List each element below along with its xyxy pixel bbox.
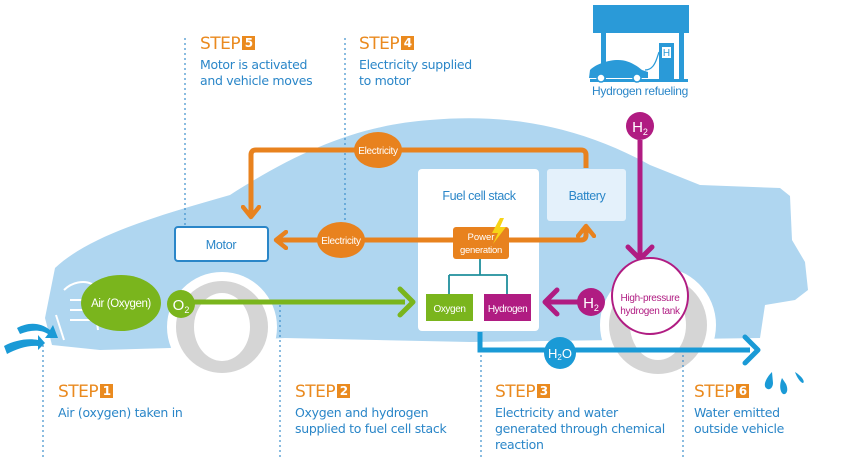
h2-refuel-label: H2 (632, 119, 648, 137)
h2-tank-label: H2 (583, 295, 599, 313)
hydrogen-tank (611, 257, 689, 335)
step-6-number: 6 (736, 384, 750, 398)
step-5-prefix: STEP (200, 34, 241, 54)
battery-label: Battery (569, 189, 607, 203)
step-4-prefix: STEP (359, 34, 400, 54)
refuel-pump-letter: H (663, 48, 670, 59)
step-6-description-line: Water emitted (694, 405, 780, 420)
electricity-mid-label: Electricity (321, 236, 361, 247)
step-4-description-line: to motor (359, 73, 411, 88)
h2-refuel-badge (626, 112, 654, 140)
hydrogen-label: Hydrogen (488, 304, 527, 315)
step-2-description-line: Oxygen and hydrogen (295, 405, 429, 420)
front-wheel (167, 272, 277, 382)
hydrogen-refueling-station-icon (589, 5, 689, 83)
electricity-top-label: Electricity (358, 146, 398, 157)
air-oxygen-badge (81, 275, 161, 331)
hydrogen-box (484, 294, 531, 321)
water-flow-arrowhead (742, 334, 761, 366)
oxygen-box (426, 294, 473, 321)
air-intake-arrows-icon (4, 323, 58, 354)
water-flow-line (477, 332, 750, 353)
step-2-prefix: STEP (295, 382, 336, 402)
lightning-bolt-icon (492, 218, 506, 244)
step-3-description: Electricity and water generated through … (495, 405, 665, 453)
step-1-prefix: STEP (58, 382, 99, 402)
water-droplets-icon (764, 372, 804, 395)
step-6-description-line: outside vehicle (694, 421, 785, 436)
step-3-description-line: generated through chemical (495, 421, 665, 436)
oxygen-flow-arrowhead (397, 286, 416, 318)
electricity-mid-badge (317, 222, 365, 258)
step-5-description-line: Motor is activated (200, 57, 308, 72)
power-generation-label-line1: Power (468, 232, 495, 243)
battery-box (547, 169, 626, 221)
o2-label: O2 (173, 297, 190, 315)
step-1-description-line: Air (oxygen) taken in (58, 405, 183, 420)
step-1-number: 1 (100, 384, 114, 398)
step-3-description-line: reaction (495, 437, 544, 452)
electricity-flow-top (251, 147, 589, 215)
power-generation-label-line2: generation (460, 245, 502, 256)
motor-box (174, 226, 269, 262)
step-5-number: 5 (242, 36, 256, 50)
h2o-badge (544, 337, 576, 369)
step-2-description: Oxygen and hydrogen supplied to fuel cel… (295, 405, 447, 437)
fuel-cell-stack-label: Fuel cell stack (442, 189, 516, 203)
step-4-description-line: Electricity supplied (359, 57, 472, 72)
motor-label: Motor (206, 238, 237, 252)
step-4-description: Electricity supplied to motor (359, 57, 472, 89)
electricity-flow-to-battery (508, 228, 586, 243)
step-3-description-line: Electricity and water (495, 405, 618, 420)
h2-tank-badge (577, 288, 605, 316)
refueling-label: Hydrogen refueling (592, 84, 688, 98)
tank-label-line1: High-pressure (621, 293, 681, 304)
oxygen-label: Oxygen (433, 304, 465, 315)
power-generation-box (453, 227, 509, 259)
step-5-description-line: and vehicle moves (200, 73, 313, 88)
step-4-number: 4 (401, 36, 415, 50)
tank-label-line2: hydrogen tank (620, 306, 681, 317)
electricity-top-badge (354, 132, 402, 168)
air-oxygen-label: Air (Oxygen) (91, 298, 151, 310)
step-2-description-line: supplied to fuel cell stack (295, 421, 447, 436)
step-3-number: 3 (537, 384, 551, 398)
h2o-label: H2O (548, 346, 572, 362)
fuel-cell-connector (448, 259, 508, 294)
step-6-description: Water emitted outside vehicle (694, 405, 784, 437)
step-1-description: Air (oxygen) taken in (58, 405, 183, 421)
hydrogen-supply-arrowhead (542, 287, 560, 317)
step-3-prefix: STEP (495, 382, 536, 402)
step-guide-lines (42, 38, 684, 460)
step-5-description: Motor is activated and vehicle moves (200, 57, 313, 89)
step-2-number: 2 (337, 384, 351, 398)
o2-badge (167, 290, 195, 318)
step-6-prefix: STEP (694, 382, 735, 402)
